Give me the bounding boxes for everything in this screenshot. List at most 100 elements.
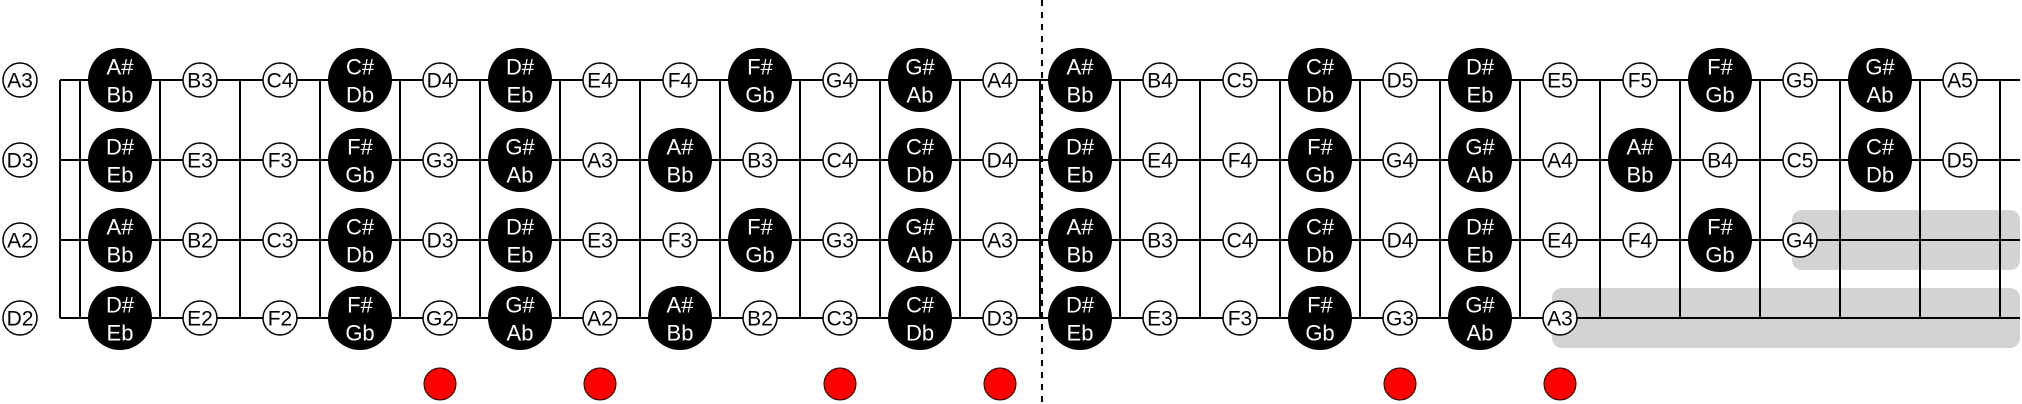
sharp-note-circle xyxy=(1608,128,1672,192)
flat-note-label: Gb xyxy=(345,321,374,346)
sharp-note-circle xyxy=(88,286,152,350)
natural-note-label: B3 xyxy=(747,150,773,173)
open-note-label: D3 xyxy=(7,150,34,173)
sharp-note-circle xyxy=(888,286,952,350)
natural-note-circle xyxy=(1222,222,1258,258)
natural-note-circle xyxy=(422,222,458,258)
natural-note-label: E3 xyxy=(187,150,213,173)
natural-note-label: D5 xyxy=(1387,70,1414,93)
flat-note-label: Db xyxy=(346,243,374,268)
sharp-note-label: D# xyxy=(1466,55,1495,80)
sharp-note-circle xyxy=(1448,128,1512,192)
sharp-note-label: D# xyxy=(1466,215,1495,240)
natural-note-label: G4 xyxy=(1386,150,1414,173)
sharp-note-circle xyxy=(328,286,392,350)
flat-note-label: Eb xyxy=(107,163,134,188)
flat-note-label: Gb xyxy=(345,163,374,188)
position-marker-dot xyxy=(583,367,617,401)
position-marker-dot xyxy=(1383,367,1417,401)
position-marker-group xyxy=(423,367,1577,401)
natural-note-label: A3 xyxy=(587,150,613,173)
flat-note-label: Eb xyxy=(1067,163,1094,188)
sharp-note-circle xyxy=(88,128,152,192)
sharp-note-label: A# xyxy=(1627,135,1655,160)
sharp-note-label: A# xyxy=(1067,55,1095,80)
natural-note-label: D4 xyxy=(1387,230,1414,253)
position-marker-dot xyxy=(1543,367,1577,401)
natural-note-label: E4 xyxy=(587,70,613,93)
flat-note-label: Db xyxy=(1306,243,1334,268)
natural-note-circle xyxy=(422,62,458,98)
natural-note-circle xyxy=(982,142,1018,178)
natural-note-label: B3 xyxy=(1147,230,1173,253)
natural-note-circle xyxy=(1142,142,1178,178)
natural-note-circle xyxy=(1382,142,1418,178)
natural-note-label: E3 xyxy=(587,230,613,253)
natural-note-label: E4 xyxy=(1147,150,1173,173)
natural-note-label: B4 xyxy=(1147,70,1173,93)
natural-note-label: F2 xyxy=(268,308,293,331)
flat-note-label: Ab xyxy=(1467,321,1494,346)
natural-note-circle xyxy=(1542,62,1578,98)
natural-note-circle xyxy=(182,62,218,98)
natural-note-label: D3 xyxy=(427,230,454,253)
natural-note-circle xyxy=(422,300,458,336)
natural-note-label: G5 xyxy=(1786,70,1814,93)
flat-note-label: Bb xyxy=(667,321,694,346)
flat-note-label: Ab xyxy=(907,243,934,268)
sharp-note-circle xyxy=(328,48,392,112)
sharp-note-label: D# xyxy=(1066,293,1095,318)
sharp-note-circle xyxy=(1048,208,1112,272)
natural-note-circle xyxy=(262,222,298,258)
natural-note-circle xyxy=(1542,142,1578,178)
flat-note-label: Eb xyxy=(1467,83,1494,108)
sharp-note-circle xyxy=(1288,48,1352,112)
natural-note-circle xyxy=(1542,300,1578,336)
open-note-circle xyxy=(2,222,38,258)
sharp-note-circle xyxy=(1848,48,1912,112)
flat-note-label: Eb xyxy=(507,83,534,108)
flat-note-label: Db xyxy=(346,83,374,108)
flat-note-label: Gb xyxy=(1705,83,1734,108)
natural-note-circle xyxy=(1142,300,1178,336)
natural-note-label: F4 xyxy=(1628,230,1653,253)
sharp-note-label: C# xyxy=(346,215,375,240)
sharp-note-label: C# xyxy=(906,135,935,160)
natural-note-label: C4 xyxy=(267,70,294,93)
natural-note-circle xyxy=(1142,222,1178,258)
sharp-note-circle xyxy=(328,128,392,192)
natural-note-circle xyxy=(262,142,298,178)
natural-note-label: F3 xyxy=(1228,308,1253,331)
sharp-note-label: F# xyxy=(347,293,373,318)
natural-note-label: C3 xyxy=(827,308,854,331)
sharp-note-circle xyxy=(88,208,152,272)
natural-note-circle xyxy=(1782,222,1818,258)
sharp-note-circle xyxy=(888,208,952,272)
natural-note-label: C5 xyxy=(1227,70,1254,93)
natural-note-circle xyxy=(1622,62,1658,98)
natural-note-circle xyxy=(422,142,458,178)
natural-note-label: G3 xyxy=(1386,308,1414,331)
sharp-note-label: D# xyxy=(506,215,535,240)
natural-note-circle xyxy=(742,300,778,336)
flat-note-label: Bb xyxy=(1627,163,1654,188)
sharp-note-label: A# xyxy=(107,215,135,240)
sharp-note-label: C# xyxy=(346,55,375,80)
flat-note-label: Db xyxy=(906,321,934,346)
natural-note-label: B4 xyxy=(1707,150,1733,173)
natural-note-label: A4 xyxy=(1547,150,1573,173)
sharp-note-circle xyxy=(728,48,792,112)
natural-note-circle xyxy=(1382,300,1418,336)
sharp-note-label: A# xyxy=(1067,215,1095,240)
sharp-note-circle xyxy=(1448,208,1512,272)
flat-note-label: Ab xyxy=(1467,163,1494,188)
natural-note-circle xyxy=(982,62,1018,98)
sharp-note-circle xyxy=(648,286,712,350)
open-note-label: D2 xyxy=(7,308,34,331)
natural-note-circle xyxy=(1702,142,1738,178)
sharp-note-label: F# xyxy=(1707,55,1733,80)
natural-note-circle xyxy=(982,222,1018,258)
natural-note-label: E2 xyxy=(187,308,213,331)
sharp-note-circle xyxy=(1848,128,1912,192)
